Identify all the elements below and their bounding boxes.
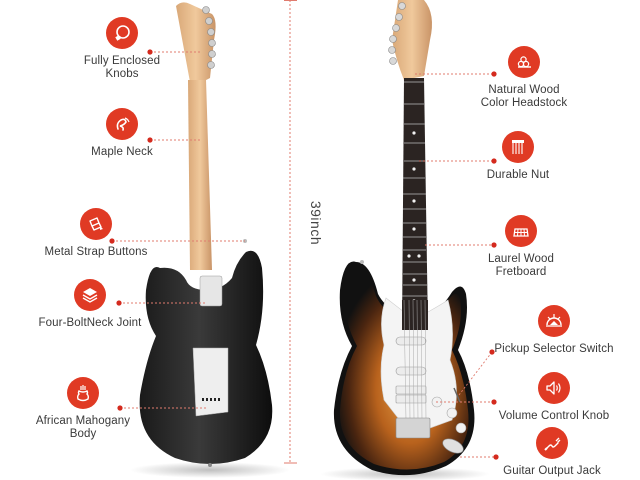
dimension-label: 39inch xyxy=(308,200,324,246)
wood-logs-icon xyxy=(508,46,540,78)
callout-dots-left xyxy=(109,49,153,411)
guitar-front-view xyxy=(320,0,490,480)
feature-metal-strap-buttons: Metal Strap Buttons xyxy=(40,208,152,259)
guitar-body-icon xyxy=(67,377,99,409)
callout-dots-right xyxy=(489,71,499,460)
callout-lines-right xyxy=(415,73,496,458)
selector-wheel-icon xyxy=(538,305,570,337)
feature-laurel-wood-fretboard: Laurel Wood Fretboard xyxy=(476,215,566,278)
feature-natural-wood-headstock: Natural Wood Color Headstock xyxy=(474,46,574,109)
feature-pickup-selector-switch: Pickup Selector Switch xyxy=(492,305,616,356)
guitar-back-view xyxy=(130,2,290,478)
nut-icon xyxy=(502,131,534,163)
callout-lines-left xyxy=(112,51,245,409)
speaker-volume-icon xyxy=(538,372,570,404)
fretboard-grid-icon xyxy=(505,215,537,247)
feature-durable-nut: Durable Nut xyxy=(474,131,562,182)
feature-fully-enclosed-knobs: Fully Enclosed Knobs xyxy=(72,17,172,80)
feature-four-bolt-neck-joint: Four-BoltNeck Joint xyxy=(36,279,144,330)
feature-maple-neck: Maple Neck xyxy=(72,108,172,159)
cable-jack-icon xyxy=(536,427,568,459)
feature-african-mahogany-body: African Mahogany Body xyxy=(30,377,136,440)
feature-volume-control-knob: Volume Control Knob xyxy=(498,372,610,423)
knob-icon xyxy=(106,17,138,49)
layers-icon xyxy=(74,279,106,311)
feature-guitar-output-jack: Guitar Output Jack xyxy=(500,427,604,478)
strap-button-icon xyxy=(80,208,112,240)
maple-leaf-icon xyxy=(106,108,138,140)
